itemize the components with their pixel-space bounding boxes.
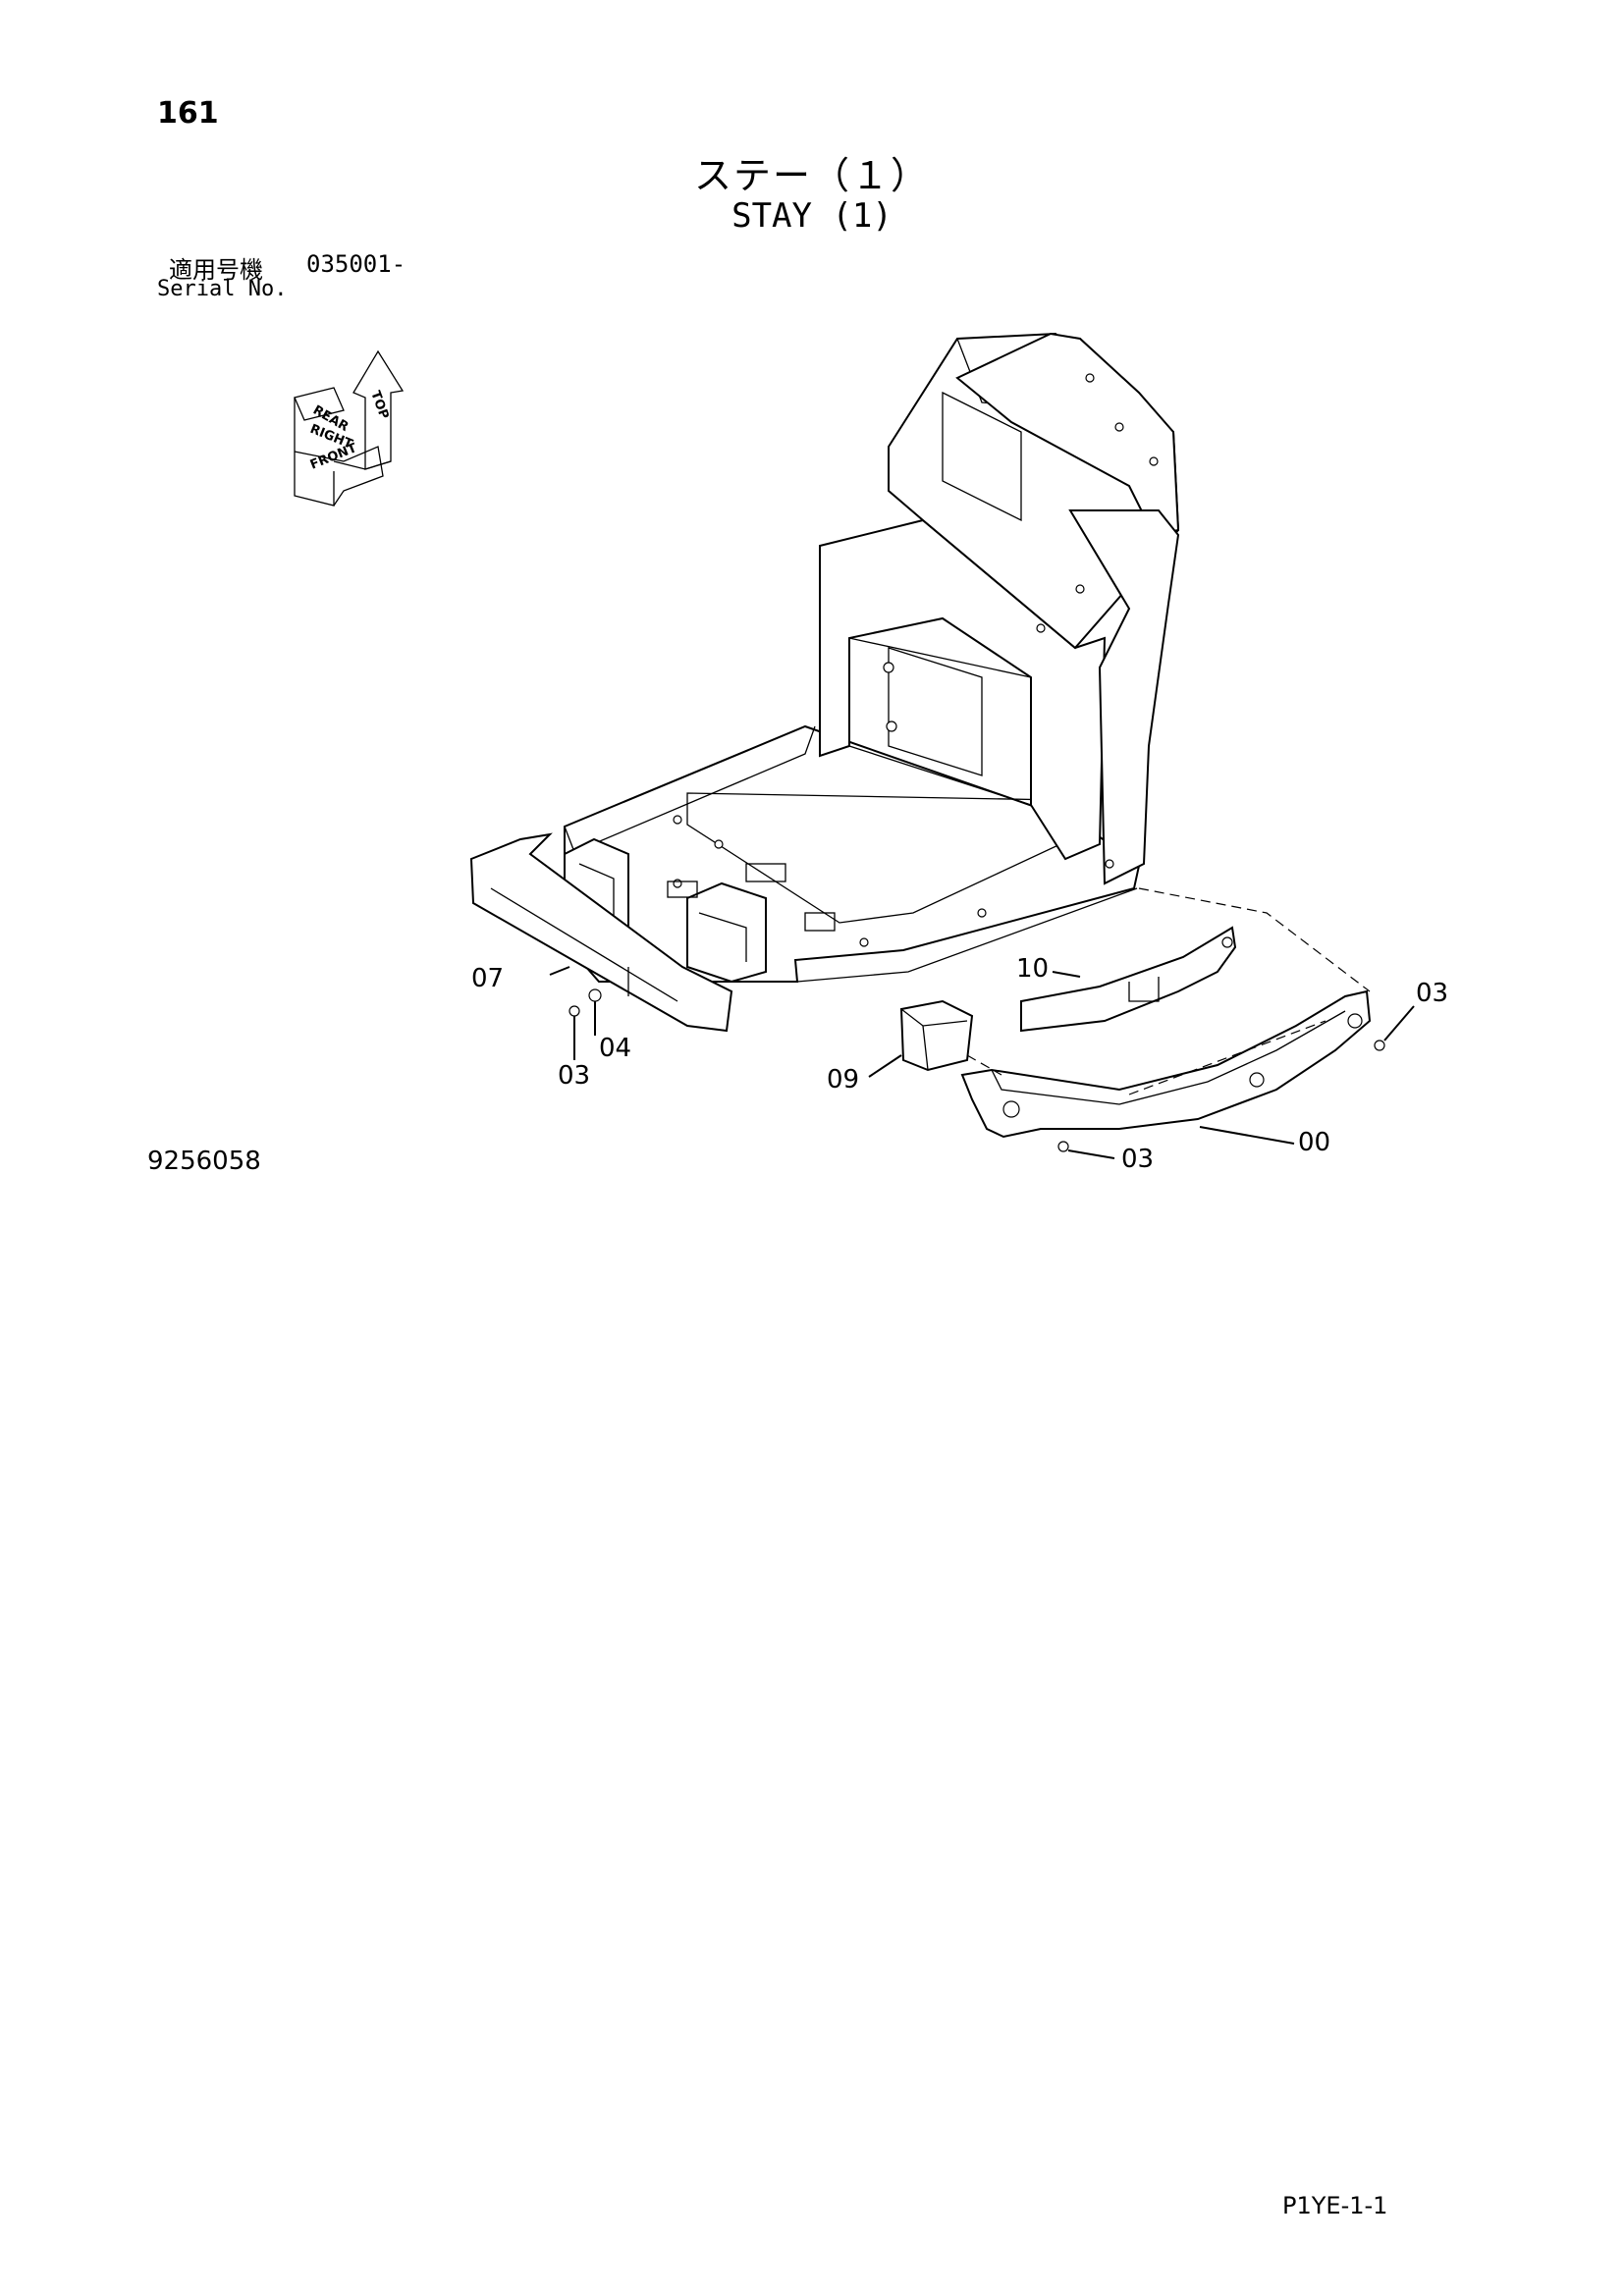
serial-range: 035001- — [306, 250, 406, 278]
orientation-indicator: REAR TOP RIGHT FRONT — [294, 349, 405, 507]
alignment-line-upper — [1138, 887, 1371, 992]
part-10-liner — [1020, 926, 1237, 1033]
callout-10: 10 — [1016, 954, 1049, 984]
leader-10 — [1052, 971, 1081, 978]
orientation-label-top: TOP — [367, 389, 391, 421]
callout-03: 03 — [1416, 979, 1448, 1008]
callout-04: 04 — [599, 1034, 631, 1063]
callout-03: 03 — [1121, 1145, 1154, 1174]
frame-assembly — [564, 332, 1180, 984]
serial-label-english: Serial No. — [157, 277, 288, 301]
page-title-english: STAY (1) — [731, 196, 893, 236]
callout-09: 09 — [827, 1065, 859, 1095]
part-09-block — [899, 999, 974, 1072]
leader-03b — [1383, 1005, 1415, 1041]
part-00-stay — [960, 989, 1372, 1139]
leader-07 — [549, 966, 570, 976]
sheet-code: P1YE-1-1 — [1282, 2192, 1388, 2219]
page-number: 161 — [157, 96, 219, 131]
callout-07: 07 — [471, 964, 504, 993]
callout-00: 00 — [1298, 1128, 1330, 1157]
callout-03: 03 — [558, 1061, 590, 1091]
serial-label-japanese: 適用号機 — [169, 256, 263, 284]
leader-00 — [1199, 1126, 1295, 1145]
leader-03c — [1067, 1149, 1115, 1159]
alignment-line-lower — [966, 1054, 1002, 1076]
page-title-japanese: ステー（１） — [693, 154, 930, 197]
drawing-number: 9256058 — [147, 1147, 261, 1176]
part-07-guard — [469, 832, 733, 1033]
leader-09 — [868, 1054, 902, 1078]
